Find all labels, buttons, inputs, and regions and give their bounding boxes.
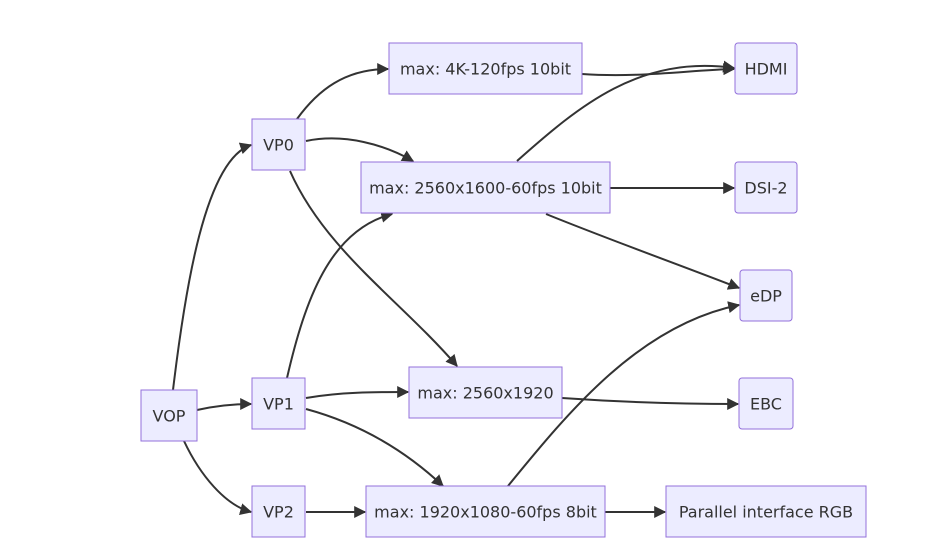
node-vop[interactable]: VOP <box>140 389 198 442</box>
node-vp1[interactable]: VP1 <box>251 377 306 430</box>
node-label: max: 2560x1600-60fps 10bit <box>369 179 602 198</box>
node-label: VP0 <box>263 136 294 155</box>
edge-vp0-mux4k <box>296 63 390 120</box>
edge-vp0-mux2560x1600 <box>305 137 415 162</box>
edge-mux4k-hdmi <box>581 63 736 77</box>
node-label: VP2 <box>263 503 294 522</box>
node-label: HDMI <box>745 60 788 79</box>
edge-vop-vp2 <box>183 440 253 515</box>
node-rgb[interactable]: Parallel interface RGB <box>665 485 867 538</box>
edges <box>172 60 741 518</box>
node-label: max: 1920x1080-60fps 8bit <box>374 503 597 522</box>
node-hdmi[interactable]: HDMI <box>734 42 798 95</box>
edge-vp0-mux2560x1920 <box>289 170 458 367</box>
nodes: VOP VP0 VP1 VP2 max: 4K-120fps 10bit max… <box>140 42 867 538</box>
edge-vp1-mux2560x1600 <box>286 210 394 379</box>
edge-mux2560x1920-ebc <box>561 397 740 410</box>
node-ebc[interactable]: EBC <box>738 377 794 430</box>
node-mux2560x1600[interactable]: max: 2560x1600-60fps 10bit <box>360 161 611 214</box>
node-mux1920x1080[interactable]: max: 1920x1080-60fps 8bit <box>365 485 606 538</box>
edge-vp1-mux1920x1080 <box>305 408 444 487</box>
node-label: DSI-2 <box>744 179 787 198</box>
node-label: eDP <box>750 287 782 306</box>
node-mux2560x1920[interactable]: max: 2560x1920 <box>408 366 563 419</box>
node-label: Parallel interface RGB <box>679 503 853 522</box>
edge-mux2560x1600-hdmi <box>516 60 736 162</box>
edge-vp1-mux2560x1920 <box>305 386 410 399</box>
node-label: VP1 <box>263 395 294 414</box>
node-edp[interactable]: eDP <box>739 269 793 322</box>
node-mux4k[interactable]: max: 4K-120fps 10bit <box>388 42 583 95</box>
node-label: EBC <box>750 395 782 414</box>
node-dsi2[interactable]: DSI-2 <box>734 161 798 214</box>
node-vp0[interactable]: VP0 <box>251 118 306 171</box>
edge-vop-vp0 <box>172 142 253 391</box>
edge-vop-vp1 <box>196 398 253 411</box>
edge-mux1920x1080-edp <box>507 301 741 487</box>
edge-mux2560x1600-edp <box>545 213 741 290</box>
node-vp2[interactable]: VP2 <box>251 485 306 538</box>
node-label: max: 2560x1920 <box>417 384 553 403</box>
node-label: VOP <box>153 407 186 426</box>
node-label: max: 4K-120fps 10bit <box>400 60 571 79</box>
